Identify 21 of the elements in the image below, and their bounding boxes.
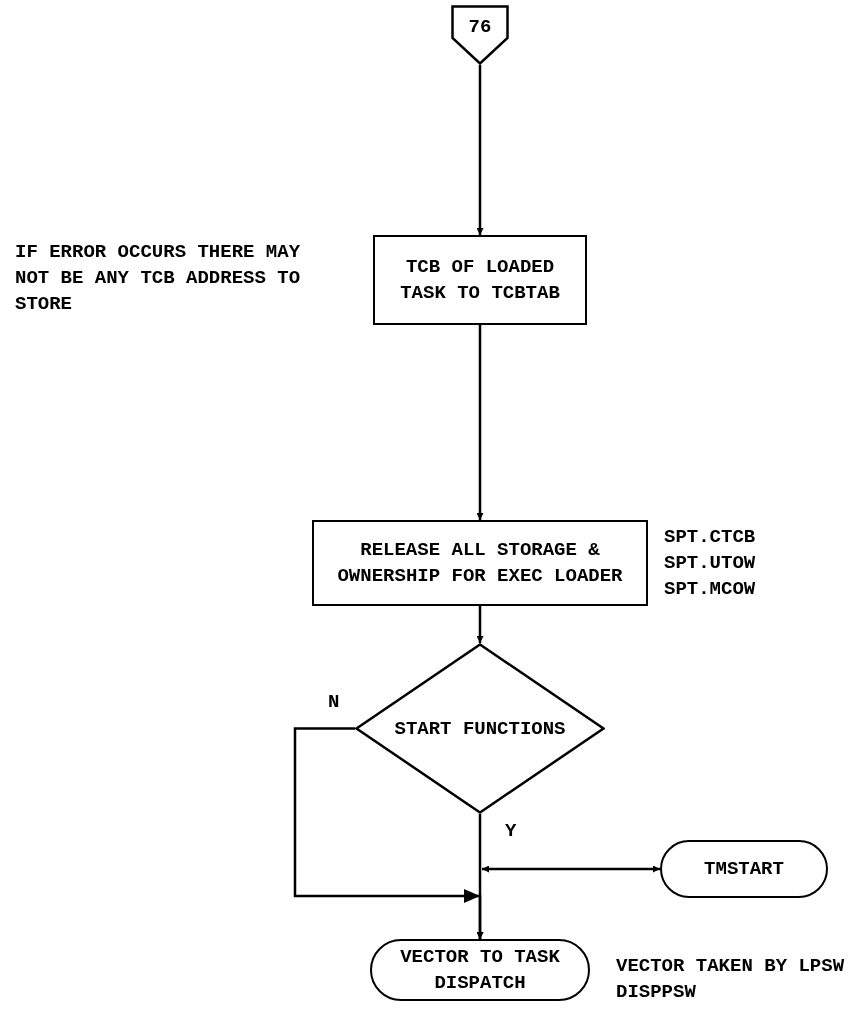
annotation-text: SPT.MCOW	[664, 577, 757, 602]
arrow	[482, 865, 660, 873]
arrow	[293, 727, 484, 939]
annotation-text: SPT.CTCB	[664, 525, 757, 550]
annotation-text: IF ERROR OCCURS THERE MAY NOT BE ANY TCB ADDRESS TO STORE	[15, 240, 302, 317]
node-label: RELEASE ALL STORAGE & OWNERSHIP FOR EXEC LOADER	[336, 538, 624, 589]
arrow	[476, 325, 484, 520]
decision-diamond	[355, 643, 605, 814]
node-label: START FUNCTIONS	[393, 716, 567, 742]
node-label: 76	[467, 15, 493, 40]
arrow	[476, 65, 484, 235]
edge-label: N	[328, 693, 340, 712]
annotation-text: SPT.UTOW	[664, 551, 757, 576]
offpage-connector	[451, 5, 509, 65]
node-label: VECTOR TO TASK DISPATCH	[399, 945, 561, 996]
edge-label: Y	[505, 822, 517, 841]
node-label: TMSTART	[703, 857, 785, 882]
terminal-box	[660, 840, 828, 898]
node-label: TCB OF LOADED TASK TO TCBTAB	[399, 255, 561, 306]
arrow	[476, 606, 484, 643]
annotation-text: VECTOR TAKEN BY LPSW DISPPSW	[616, 954, 846, 1005]
